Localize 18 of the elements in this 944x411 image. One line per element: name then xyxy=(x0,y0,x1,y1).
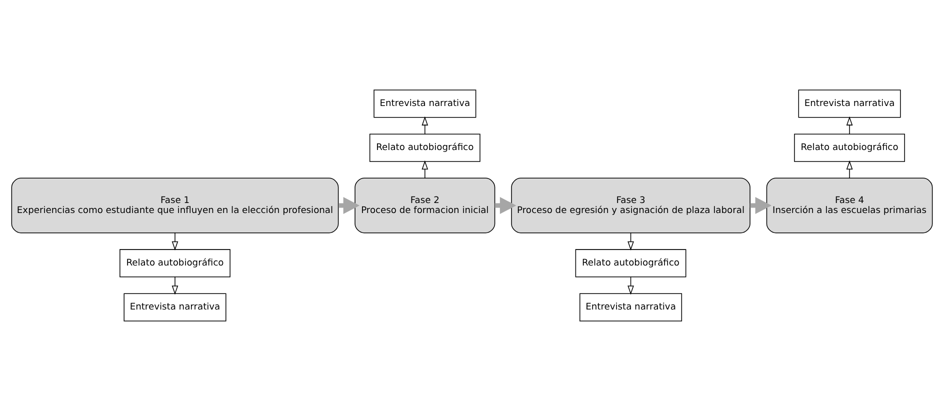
node-box: Entrevista narrativa xyxy=(124,293,226,322)
node-box: Relato autobiográfico xyxy=(794,134,905,162)
arrow xyxy=(422,160,428,178)
node-box: Fase 2 Proceso de formacion inicial xyxy=(354,178,496,234)
arrow xyxy=(846,116,853,134)
node-box: Entrevista narrativa xyxy=(798,90,901,118)
node-box: Fase 4 Inserción a las escuelas primarias xyxy=(766,178,933,234)
node-box: Relato autobiográfico xyxy=(575,249,686,278)
node-box: Relato autobiográfico xyxy=(120,249,230,278)
node-box: Relato autobiográfico xyxy=(369,134,480,162)
arrow xyxy=(172,276,178,295)
arrow xyxy=(172,232,178,250)
node-box: Fase 1 Experiencias como estudiante que influyen en la elección profesional xyxy=(11,178,339,234)
node-box: Fase 3 Proceso de egresión y asignación de plaza laboral xyxy=(511,178,750,234)
arrow xyxy=(422,116,428,134)
node-box: Entrevista narrativa xyxy=(374,90,476,118)
node-box: Entrevista narrativa xyxy=(579,293,682,322)
arrow xyxy=(846,160,853,178)
